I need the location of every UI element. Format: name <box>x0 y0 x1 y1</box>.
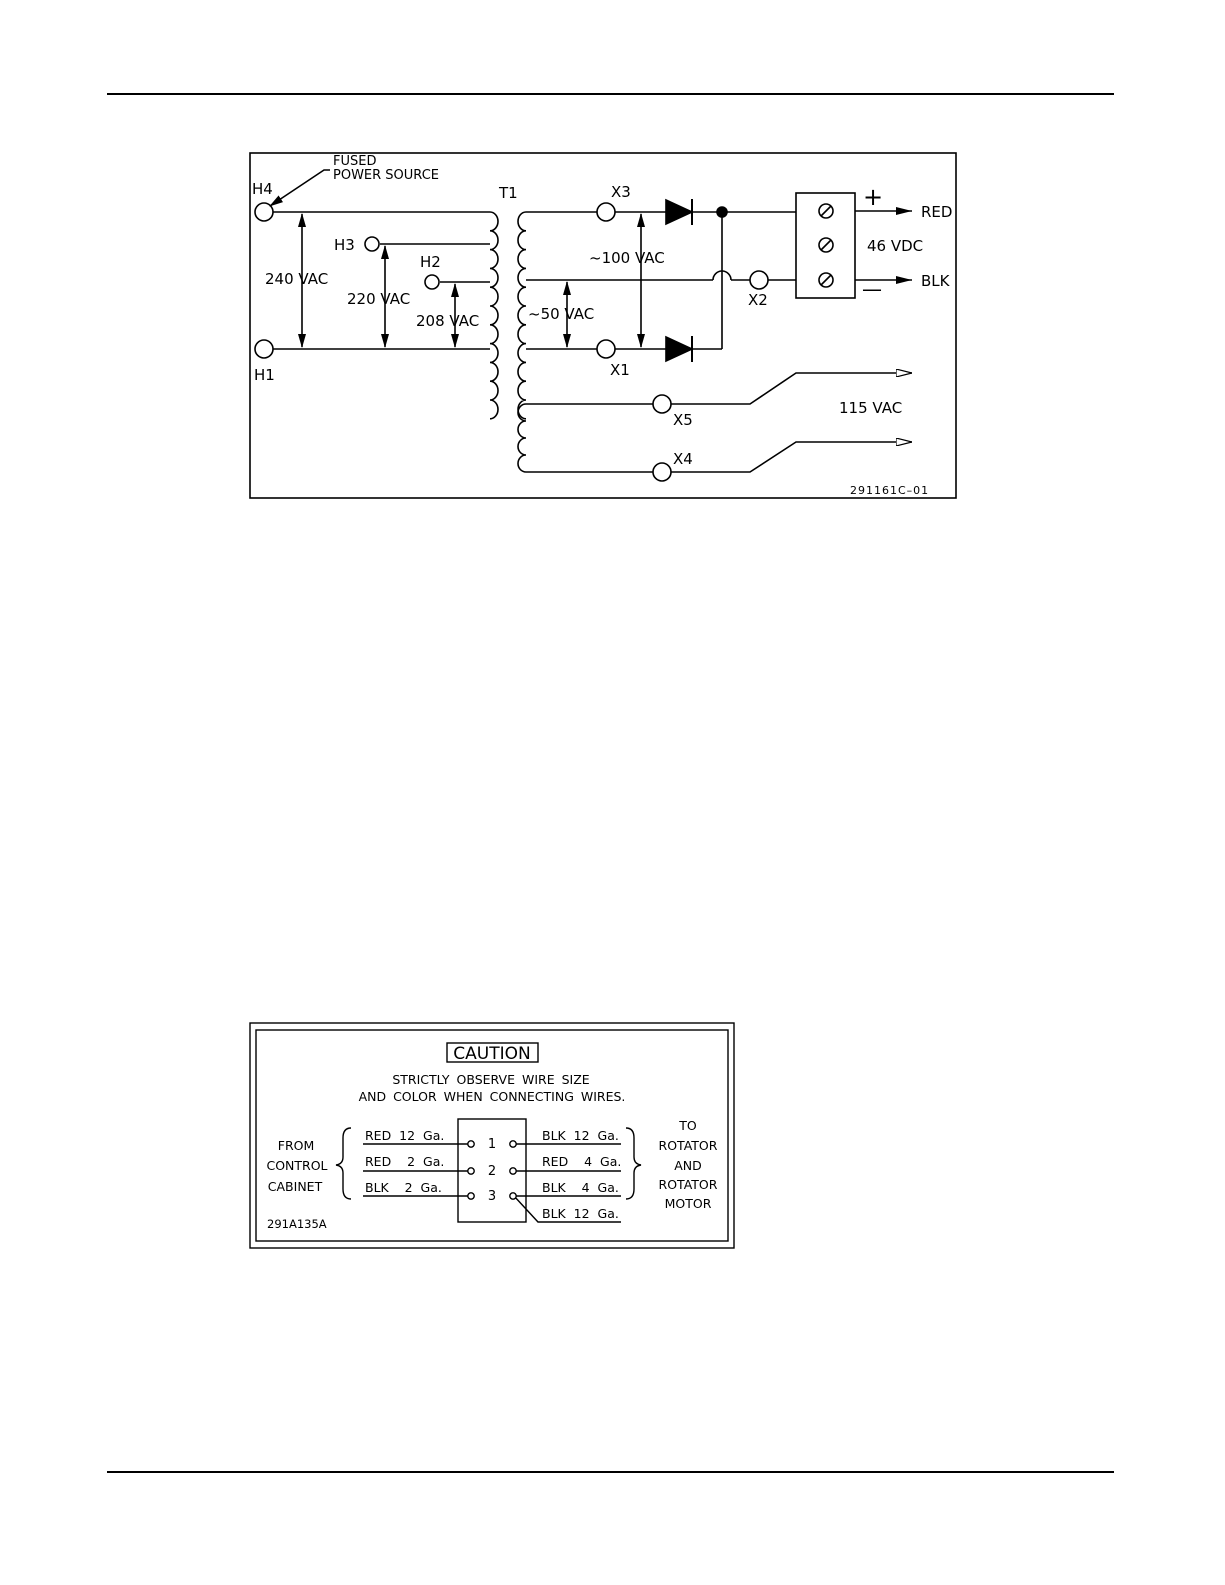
fused-leader <box>269 169 330 207</box>
footer-rule <box>107 1471 1114 1473</box>
terminal-number-2: 2 <box>488 1164 496 1179</box>
from-label-2: CONTROL <box>266 1158 327 1173</box>
diode-upper <box>665 198 694 226</box>
caution-outer-border <box>249 1022 735 1249</box>
diode-lower <box>665 335 694 363</box>
terminal-screw-2 <box>818 237 834 253</box>
label-h1: H1 <box>254 366 275 384</box>
label-power-source: POWER SOURCE <box>333 168 439 183</box>
terminal-screw-1 <box>818 203 834 219</box>
terminal-x1 <box>596 339 616 359</box>
right-brace <box>625 1127 642 1200</box>
caution-text: CAUTION STRICTLY OBSERVE WIRE SIZE AND C… <box>266 1044 717 1231</box>
label-plus: + <box>863 183 883 211</box>
label-t1: T1 <box>498 184 518 202</box>
terminal-h3 <box>364 236 380 252</box>
to-label-2: ROTATOR <box>659 1138 718 1153</box>
output-115-lower <box>671 442 912 473</box>
label-50vac: ~50 VAC <box>528 305 594 323</box>
output-115-upper <box>671 373 912 405</box>
right-wire-label-2: RED 4 Ga. <box>542 1154 621 1169</box>
to-label-4: ROTATOR <box>659 1177 718 1192</box>
terminal-number-1: 1 <box>488 1137 496 1152</box>
label-46vdc: 46 VDC <box>867 237 923 255</box>
caution-part-number: 291A135A <box>267 1217 327 1231</box>
terminal-x3 <box>596 202 616 222</box>
left-terminal-1 <box>467 1140 475 1148</box>
terminal-x2 <box>749 270 769 290</box>
left-terminal-3 <box>467 1192 475 1200</box>
header-rule <box>107 93 1114 95</box>
caution-title: CAUTION <box>453 1044 530 1064</box>
caution-inner-border <box>255 1029 729 1242</box>
label-x4: X4 <box>673 450 693 468</box>
left-wire-label-1: RED 12 Ga. <box>365 1128 444 1143</box>
primary-winding <box>489 211 499 420</box>
label-208vac: 208 VAC <box>416 312 479 330</box>
left-wire-label-2: RED 2 Ga. <box>365 1154 444 1169</box>
terminal-x5 <box>652 394 672 414</box>
label-x2: X2 <box>748 291 768 309</box>
to-label-1: TO <box>678 1118 697 1133</box>
label-220vac: 220 VAC <box>347 290 410 308</box>
caution-line-2: AND COLOR WHEN CONNECTING WIRES. <box>359 1089 626 1104</box>
terminal-number-3: 3 <box>488 1189 496 1204</box>
caution-label <box>249 1022 735 1249</box>
label-red: RED <box>921 203 952 221</box>
right-wire-label-4: BLK 12 Ga. <box>542 1206 619 1221</box>
to-label-3: AND <box>674 1158 702 1173</box>
right-wire-label-1: BLK 12 Ga. <box>542 1128 619 1143</box>
terminal-x4 <box>652 462 672 482</box>
from-label-3: CABINET <box>268 1179 323 1194</box>
schematic-labels: FUSED POWER SOURCE H4 H3 H2 H1 T1 240 VA… <box>252 154 952 497</box>
right-wire-label-3: BLK 4 Ga. <box>542 1180 619 1195</box>
label-h3: H3 <box>334 236 355 254</box>
terminal-h1 <box>254 339 274 359</box>
label-fused: FUSED <box>333 154 376 169</box>
caution-title-box <box>446 1042 539 1063</box>
label-x1: X1 <box>610 361 630 379</box>
label-100vac: ~100 VAC <box>589 249 665 267</box>
label-115vac: 115 VAC <box>839 399 902 417</box>
secondary-winding <box>517 211 527 420</box>
label-h4: H4 <box>252 180 273 198</box>
caution-line-1: STRICTLY OBSERVE WIRE SIZE <box>392 1072 589 1087</box>
left-wire-label-3: BLK 2 Ga. <box>365 1180 442 1195</box>
terminal-h4 <box>254 202 274 222</box>
label-minus: — <box>862 277 882 301</box>
schematic-border <box>249 152 957 499</box>
aux-winding <box>517 403 527 473</box>
junction-dot <box>716 206 728 218</box>
drawing-number: 291161C–01 <box>850 484 929 497</box>
label-x3: X3 <box>611 183 631 201</box>
label-240vac: 240 VAC <box>265 270 328 288</box>
from-label-1: FROM <box>278 1138 315 1153</box>
label-blk: BLK <box>921 272 951 290</box>
terminal-h2 <box>424 274 440 290</box>
label-x5: X5 <box>673 411 693 429</box>
right-terminal-3 <box>509 1192 517 1200</box>
left-brace <box>335 1127 352 1200</box>
right-terminal-2 <box>509 1167 517 1175</box>
transformer-schematic <box>249 152 957 499</box>
label-h2: H2 <box>420 253 441 271</box>
terminal-screw-3 <box>818 272 834 288</box>
left-terminal-2 <box>467 1167 475 1175</box>
to-label-5: MOTOR <box>665 1196 712 1211</box>
right-terminal-1 <box>509 1140 517 1148</box>
